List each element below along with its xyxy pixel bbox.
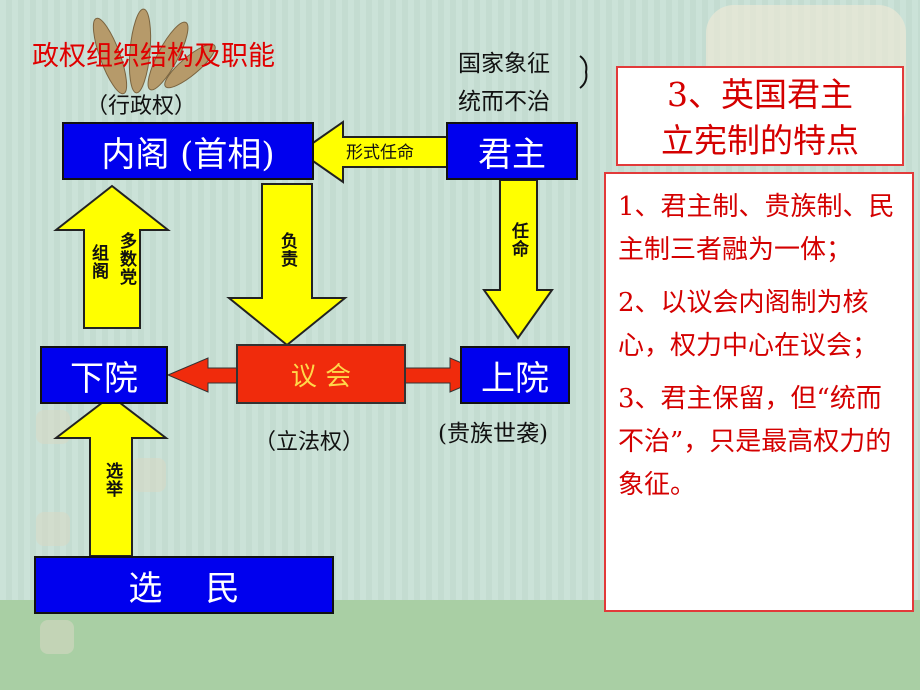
lower-house-box: 下院 <box>40 346 168 404</box>
features-title: 3、英国君主 立宪制的特点 <box>616 66 904 166</box>
feature-item: 3、君主保留，但“统而不治”，只是最高权力的象征。 <box>618 384 892 500</box>
parliament-left-arrow <box>166 357 241 393</box>
features-title-line2: 立宪制的特点 <box>661 121 859 160</box>
seal-stamp <box>132 458 166 492</box>
features-title-line1: 3、英国君主 <box>667 75 853 114</box>
responsible-label: 负责 <box>277 232 297 268</box>
legislative-power-caption: （立法权） <box>254 430 365 455</box>
brace-mark <box>579 55 588 89</box>
page-title: 政权组织结构及职能 <box>32 41 275 72</box>
executive-power-caption: （行政权） <box>86 94 197 119</box>
appoint-label: 任命 <box>508 222 528 258</box>
responsible-arrow <box>226 183 348 347</box>
parliament-box: 议 会 <box>236 344 406 404</box>
monarch-box: 君主 <box>446 122 578 180</box>
formal-appointment-label: 形式任命 <box>346 143 414 163</box>
voters-box: 选 民 <box>34 556 334 614</box>
form-cabinet-label: 组阁 <box>88 244 108 280</box>
monarch-note-line2: 统而不治 <box>458 89 550 115</box>
majority-party-arrow <box>53 184 171 329</box>
upper-house-box: 上院 <box>460 346 570 404</box>
hereditary-caption: (贵族世袭) <box>438 421 548 447</box>
seal-stamp <box>40 620 74 654</box>
appoint-arrow <box>482 179 554 340</box>
election-label: 选举 <box>102 462 122 498</box>
cabinet-box: 内阁 (首相) <box>62 122 314 180</box>
ground-band <box>0 600 920 690</box>
majority-party-label: 多数党 <box>116 232 136 286</box>
feature-item: 1、君主制、贵族制、民主制三者融为一体； <box>618 192 895 265</box>
features-list: 1、君主制、贵族制、民主制三者融为一体； 2、以议会内阁制为核心，权力中心在议会… <box>604 172 914 612</box>
election-arrow <box>53 394 169 557</box>
feature-item: 2、以议会内阁制为核心，权力中心在议会； <box>618 288 879 361</box>
leaves-decoration <box>92 8 216 95</box>
monarch-note-line1: 国家象征 <box>458 51 550 77</box>
seal-stamp <box>36 512 70 546</box>
arrows-layer <box>53 120 554 557</box>
